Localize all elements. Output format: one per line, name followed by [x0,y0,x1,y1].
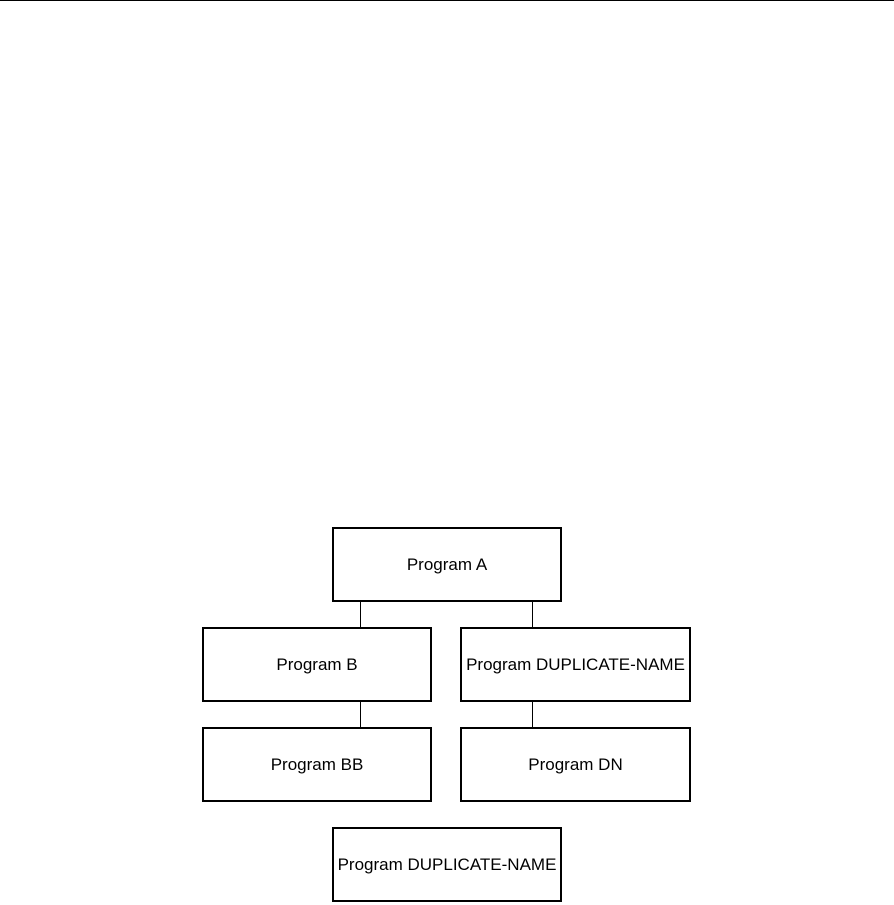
node-program-b: Program B [202,627,432,702]
node-label: Program DUPLICATE-NAME [466,654,685,674]
node-label: Program DUPLICATE-NAME [337,854,557,874]
top-rule [0,0,894,1]
connector-duplicate-name-to-dn [532,702,533,727]
node-program-duplicate-name: Program DUPLICATE-NAME [460,627,691,702]
connector-a-to-b [360,602,361,627]
node-label: Program DN [528,754,623,774]
node-program-dn: Program DN [460,727,691,802]
node-label: Program BB [270,754,364,774]
node-program-bb: Program BB [202,727,432,802]
connector-a-to-duplicate-name [532,602,533,627]
node-program-duplicate-name-separate: Program DUPLICATE-NAME [332,827,562,902]
node-label: Program B [276,654,358,674]
node-label: Program A [406,554,488,574]
node-program-a: Program A [332,527,562,602]
connector-b-to-bb [360,702,361,727]
